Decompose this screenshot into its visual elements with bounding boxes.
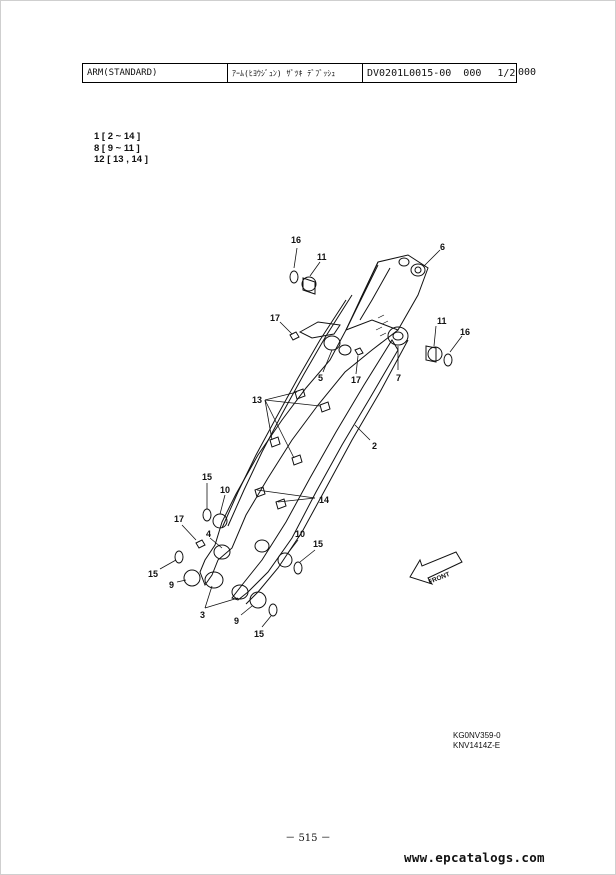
part-label: 4 (206, 529, 211, 539)
title-block: ARM(STANDARD) ｱｰﾑ(ﾋﾖｳｼﾞｭﾝ) ｻﾞﾂｷ ﾃﾞﾌﾞｯｼｭ … (82, 63, 517, 83)
part-label: 15 (313, 539, 323, 549)
part-label: 9 (234, 616, 239, 626)
bushing (302, 277, 316, 295)
part-label: 5 (318, 373, 323, 383)
doc-code: DV0201L0015-00 (367, 67, 452, 79)
group-line: 12 [ 13 , 14 ] (94, 154, 148, 165)
part-label: 17 (351, 375, 361, 385)
sheet-number: 1/2 (497, 67, 516, 79)
part-label: 3 (200, 610, 205, 620)
part-label: 15 (148, 569, 158, 579)
group-line: 8 [ 9 ~ 11 ] (94, 142, 140, 154)
bushing (249, 591, 267, 609)
watermark: www.epcatalogs.com (404, 850, 545, 865)
part-label: 2 (372, 441, 377, 451)
part-label: 14 (319, 495, 329, 505)
page-suffix: 000 (518, 67, 537, 78)
side-plate (231, 339, 399, 601)
part-label: 10 (220, 485, 230, 495)
part-label: 11 (437, 316, 447, 326)
bushing (277, 552, 293, 568)
part-label: 15 (202, 472, 212, 482)
part-label: 16 (291, 235, 301, 245)
ring (174, 550, 184, 564)
group-line: 1 [ 2 ~ 14 ] (94, 131, 141, 142)
front-arrow-icon: FRONT (409, 551, 463, 586)
ring (293, 561, 303, 575)
part-label: 11 (317, 252, 327, 262)
bushing (183, 569, 201, 587)
ring (289, 270, 299, 284)
page-number: － 515 － (285, 833, 331, 844)
doc-code-cell: DV0201L0015-00 000 1/2 (363, 64, 516, 82)
drawing-codes: KG0NV359-0 KNV1414Z-E (453, 731, 501, 751)
part-label: 9 (169, 580, 174, 590)
drawing-code: KNV1414Z-E (453, 741, 501, 750)
drawing-code: KG0NV359-0 (453, 731, 501, 740)
part-group-title-jp: ｱｰﾑ(ﾋﾖｳｼﾞｭﾝ) ｻﾞﾂｷ ﾃﾞﾌﾞｯｼｭ (228, 64, 363, 82)
part-label: 17 (174, 514, 184, 524)
ring (268, 603, 278, 617)
part-label: 10 (295, 529, 305, 539)
part-group-title: ARM(STANDARD) (83, 64, 228, 82)
revision: 000 (463, 67, 482, 79)
assembly-groups: 1 [ 2 ~ 14 ] 8 [ 9 ~ 11 ] 12 [ 13 , 14 ] (94, 131, 148, 166)
part-label: 7 (396, 373, 401, 383)
part-label: 16 (460, 327, 470, 337)
arm-body (199, 254, 429, 587)
ring (443, 353, 453, 367)
part-label: 17 (270, 313, 280, 323)
part-label: 6 (440, 242, 445, 252)
ring (202, 508, 212, 522)
bushing (427, 346, 443, 362)
part-label: 15 (254, 629, 264, 639)
part-label: 13 (252, 395, 262, 405)
